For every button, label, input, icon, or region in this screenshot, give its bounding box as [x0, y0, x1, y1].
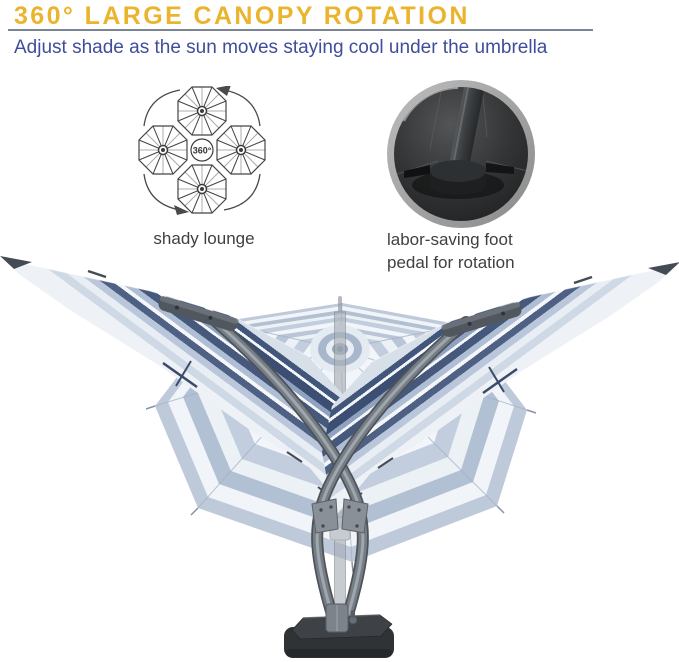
umbrella-illustration-svg	[0, 254, 679, 658]
mini-umbrella-top	[177, 86, 227, 136]
base-weight	[284, 603, 394, 658]
pedal-photo-svg	[387, 80, 535, 228]
rotation-arrowhead-top	[216, 86, 231, 96]
tilt-bracket-right	[341, 498, 369, 534]
page-subtitle: Adjust shade as the sun moves staying co…	[14, 37, 548, 58]
mini-umbrella-right	[216, 125, 266, 175]
title-divider	[8, 29, 593, 31]
rotation-arrows	[143, 89, 261, 211]
degree-badge-label: 360°	[193, 146, 212, 156]
shady-lounge-caption: shady lounge	[153, 229, 255, 248]
pedal-caption: labor-saving foot pedal for rotation	[387, 230, 515, 272]
ring-highlight	[403, 87, 459, 122]
umbrella-illustration	[0, 250, 679, 662]
degree-badge-circle	[190, 138, 214, 162]
mini-umbrella-bottom	[177, 164, 227, 214]
foot-pedal-left	[404, 165, 430, 178]
rotation-diagram-svg: 360°	[138, 86, 266, 215]
rotation-arrowhead-bottom	[174, 205, 189, 215]
mini-umbrella-left	[138, 125, 188, 175]
support-pole-right	[311, 316, 472, 624]
support-pole-left	[208, 314, 369, 624]
rotation-diagram: 360°	[138, 86, 268, 216]
base-cylinder-body	[430, 171, 486, 195]
base-cylinder-top	[430, 160, 486, 182]
pedal-pole	[448, 87, 488, 173]
page-title: 360° LARGE CANOPY ROTATION	[14, 2, 470, 30]
foot-pedal-right	[486, 163, 514, 174]
pedal-photo	[386, 79, 536, 229]
tilt-bracket-left	[311, 498, 339, 534]
